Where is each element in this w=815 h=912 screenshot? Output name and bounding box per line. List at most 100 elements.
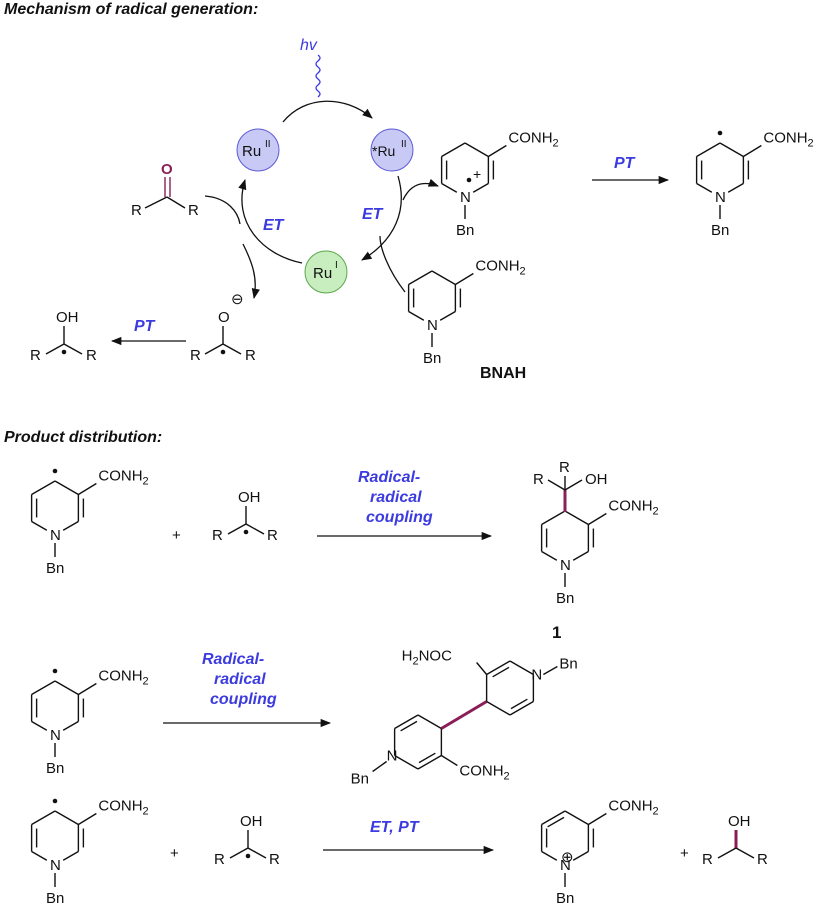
pyridinium-n: N bbox=[560, 857, 571, 874]
p1-r1: R bbox=[533, 471, 544, 488]
bnah-conh2: CONH2 bbox=[475, 258, 525, 278]
r3-r2: R bbox=[269, 851, 280, 868]
bnah-bn: Bn bbox=[423, 350, 441, 367]
distribution-header: Product distribution: bbox=[4, 429, 162, 446]
r3-radical: N Bn CONH2 bbox=[30, 798, 149, 907]
ru2-excited-circle bbox=[370, 128, 414, 172]
dihydropyridinyl-radical-top-bn: Bn bbox=[711, 222, 729, 239]
pyridinium-charge: ⊕ bbox=[561, 849, 574, 866]
r2-radical-n: N bbox=[50, 727, 61, 744]
r3-ketyl-radical: OH R R bbox=[214, 813, 280, 868]
r1-label-2: radical bbox=[370, 489, 422, 506]
p1-r2: R bbox=[559, 459, 570, 476]
ketyl-radical: OH R R bbox=[30, 309, 97, 364]
ru1-circle bbox=[304, 250, 348, 294]
r3p-oh: OH bbox=[728, 813, 751, 830]
product-1-bn: Bn bbox=[556, 590, 574, 607]
hv-label: hv bbox=[300, 37, 318, 54]
et-right-label: ET bbox=[362, 206, 384, 223]
r2-radical-conh2: CONH2 bbox=[98, 668, 148, 688]
ketone: O R R bbox=[131, 161, 199, 219]
r3-alcohol-product: OH R R bbox=[702, 813, 768, 868]
ketone-r2: R bbox=[188, 202, 199, 219]
r3-plus-1: + bbox=[170, 845, 179, 862]
bnah-label: BNAH bbox=[480, 365, 526, 382]
r3-plus-2: + bbox=[680, 845, 689, 862]
r1-plus: + bbox=[172, 527, 181, 544]
pyridinium-conh2: CONH2 bbox=[608, 798, 658, 818]
r1-radical: N Bn CONH2 bbox=[30, 468, 149, 577]
radical-cation-bn: Bn bbox=[456, 222, 474, 239]
pt-bottom-label: PT bbox=[134, 318, 156, 335]
r3-radical-conh2: CONH2 bbox=[98, 798, 148, 818]
r3p-r1: R bbox=[702, 851, 713, 868]
dimer-lower-conh2: CONH2 bbox=[459, 763, 509, 783]
r2-label-3: coupling bbox=[210, 691, 277, 708]
dihydropyridinyl-radical-top-n: N bbox=[715, 189, 726, 206]
photoredox-cycle: hv Ru II *Ru II Ru I ET ET bbox=[204, 37, 439, 300]
r1-label-3: coupling bbox=[366, 509, 433, 526]
r3-r1: R bbox=[214, 851, 225, 868]
bnah: N Bn CONH2 bbox=[407, 258, 526, 367]
ketyl-o: O bbox=[218, 309, 230, 326]
r1-radical-bn: Bn bbox=[46, 560, 64, 577]
ketyl-r2: R bbox=[245, 347, 256, 364]
radical-cation: N Bn CONH2 bbox=[440, 130, 559, 239]
ru2-excited-sup: II bbox=[401, 139, 407, 150]
radical-cation-plus: + bbox=[473, 166, 481, 182]
dimer-upper-bn: Bn bbox=[559, 656, 577, 673]
r3-radical-n: N bbox=[50, 857, 61, 874]
ru2-excited-label: *Ru bbox=[372, 143, 395, 159]
r3p-r2: R bbox=[757, 851, 768, 868]
dimer-upper-h2noc: H2NOC bbox=[402, 648, 452, 668]
product1-carbinol: R R OH bbox=[533, 459, 608, 512]
r1-oh: OH bbox=[238, 489, 261, 506]
product-1: N Bn CONH2 bbox=[540, 498, 659, 607]
ru1-label: Ru bbox=[313, 265, 332, 282]
product-1-label: 1 bbox=[552, 623, 561, 642]
r1-ketyl-radical: OH R R bbox=[212, 489, 278, 544]
ru2-circle bbox=[236, 128, 280, 172]
dimer-lower-bn: Bn bbox=[351, 771, 369, 788]
product-1-n: N bbox=[560, 557, 571, 574]
light-wave bbox=[315, 54, 321, 98]
r1-r1: R bbox=[212, 527, 223, 544]
r1-label-1: Radical- bbox=[358, 469, 420, 486]
radical-cation-conh2: CONH2 bbox=[508, 130, 558, 150]
r1-radical-n: N bbox=[50, 527, 61, 544]
r1-r2: R bbox=[267, 527, 278, 544]
r2-label-1: Radical- bbox=[202, 651, 264, 668]
r2-label-2: radical bbox=[214, 671, 266, 688]
pyridinium-bn: Bn bbox=[556, 890, 574, 907]
r1-radical-conh2: CONH2 bbox=[98, 468, 148, 488]
dimer-upper-n: N bbox=[531, 667, 542, 684]
et-left-label: ET bbox=[263, 217, 285, 234]
ru2-label: Ru bbox=[242, 143, 261, 160]
pt-top-label: PT bbox=[614, 155, 636, 172]
r3-oh: OH bbox=[240, 813, 263, 830]
dimer-lower-n: N bbox=[387, 748, 398, 765]
ru2-sup: II bbox=[265, 139, 271, 150]
ru1-sup: I bbox=[335, 260, 338, 271]
r3-radical-bn: Bn bbox=[46, 890, 64, 907]
radical-cation-n: N bbox=[460, 189, 471, 206]
p1-oh: OH bbox=[585, 471, 608, 488]
ketyl-neutral-r2: R bbox=[86, 347, 97, 364]
pyridinium: N Bn CONH2 bbox=[540, 798, 659, 907]
ketyl-minus: ⊖ bbox=[231, 291, 244, 308]
bnah-n: N bbox=[427, 317, 438, 334]
mechanism-header: Mechanism of radical generation: bbox=[4, 1, 258, 18]
ketyl-r1: R bbox=[190, 347, 201, 364]
ketyl-oh: OH bbox=[56, 309, 79, 326]
ketone-o: O bbox=[161, 161, 173, 178]
ketone-r1: R bbox=[131, 202, 142, 219]
product-1-conh2: CONH2 bbox=[608, 498, 658, 518]
ketyl-neutral-r1: R bbox=[30, 347, 41, 364]
dihydropyridinyl-radical-top-conh2: CONH2 bbox=[763, 130, 813, 150]
ketyl-radical-anion: O ⊖ R R bbox=[190, 291, 256, 364]
r3-label: ET, PT bbox=[370, 819, 420, 836]
dihydropyridinyl-radical-top: N Bn CONH2 bbox=[695, 130, 814, 239]
